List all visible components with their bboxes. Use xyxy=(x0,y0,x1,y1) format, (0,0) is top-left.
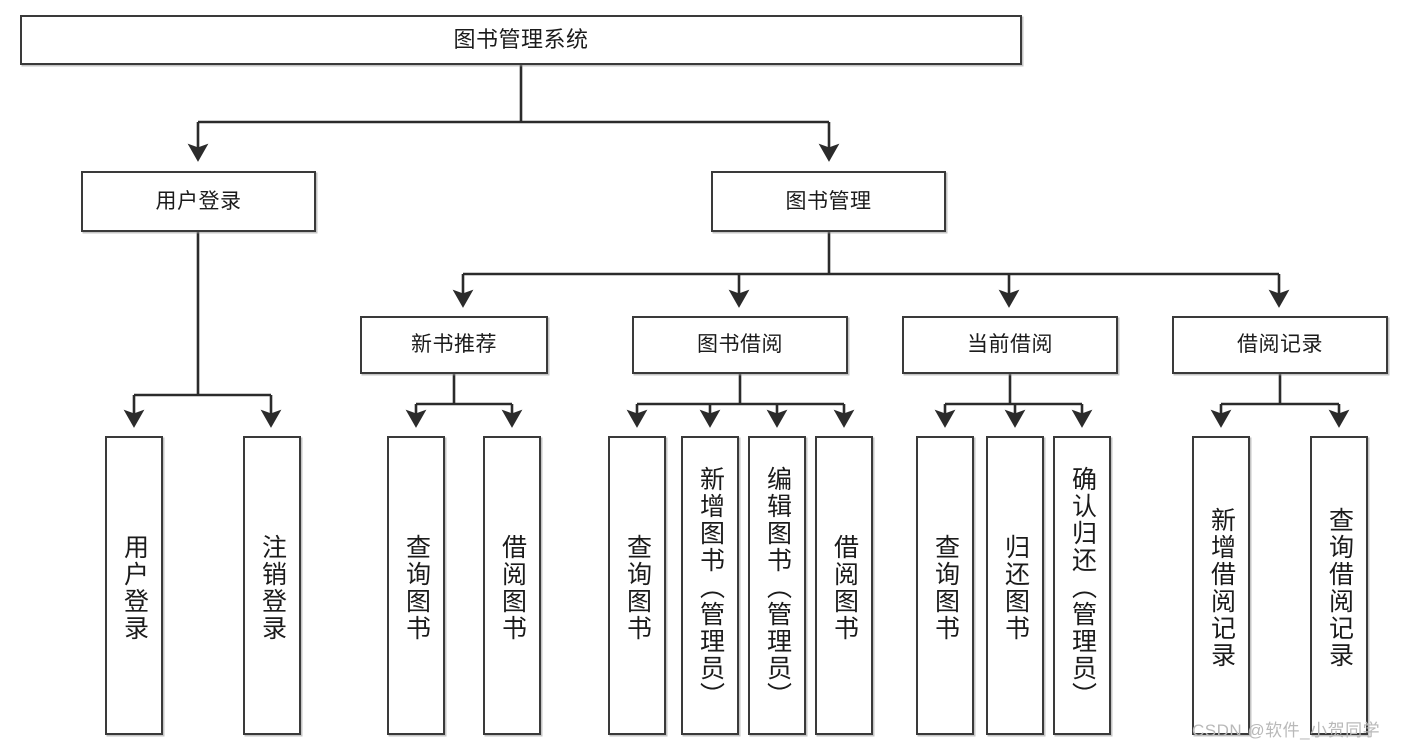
leaf-add-book-admin[interactable]: 新增图书（管理员） xyxy=(681,436,739,735)
node-new-book-recommend[interactable]: 新书推荐 xyxy=(360,316,548,374)
csdn-watermark: CSDN @软件_小贺同学 xyxy=(1192,721,1381,740)
leaf-logout[interactable]: 注销登录 xyxy=(243,436,301,735)
node-book-management[interactable]: 图书管理 xyxy=(711,171,946,232)
node-current-borrow-label: 当前借阅 xyxy=(967,333,1053,357)
leaf-add-borrow-record[interactable]: 新增借阅记录 xyxy=(1192,436,1250,735)
node-book-management-label: 图书管理 xyxy=(785,189,872,213)
leaf-user-login[interactable]: 用户登录 xyxy=(105,436,163,735)
leaf-logout-label: 注销登录 xyxy=(258,533,287,642)
node-book-borrow-label: 图书借阅 xyxy=(697,333,783,357)
leaf-confirm-return-admin-label: 确认归还（管理员） xyxy=(1068,466,1097,709)
leaf-borrow-book-recommend-label: 借阅图书 xyxy=(498,533,527,642)
leaf-borrow-book[interactable]: 借阅图书 xyxy=(815,436,873,735)
leaf-add-borrow-record-label: 新增借阅记录 xyxy=(1207,506,1236,669)
leaf-query-book-current-label: 查询图书 xyxy=(931,533,960,642)
leaf-query-book-recommend-label: 查询图书 xyxy=(402,533,431,642)
node-current-borrow[interactable]: 当前借阅 xyxy=(902,316,1118,374)
node-new-book-recommend-label: 新书推荐 xyxy=(411,333,497,357)
leaf-edit-book-admin-label: 编辑图书（管理员） xyxy=(763,466,792,709)
leaf-return-book-label: 归还图书 xyxy=(1001,533,1030,642)
node-borrow-record[interactable]: 借阅记录 xyxy=(1172,316,1388,374)
leaf-add-book-admin-label: 新增图书（管理员） xyxy=(696,466,725,709)
leaf-query-book-borrow[interactable]: 查询图书 xyxy=(608,436,666,735)
node-user-login-label: 用户登录 xyxy=(155,189,242,213)
leaf-query-borrow-record[interactable]: 查询借阅记录 xyxy=(1310,436,1368,735)
node-root-label: 图书管理系统 xyxy=(453,26,589,52)
leaf-user-login-label: 用户登录 xyxy=(120,533,149,642)
leaf-query-borrow-record-label: 查询借阅记录 xyxy=(1325,506,1354,669)
node-root[interactable]: 图书管理系统 xyxy=(20,15,1022,65)
leaf-confirm-return-admin[interactable]: 确认归还（管理员） xyxy=(1053,436,1111,735)
node-book-borrow[interactable]: 图书借阅 xyxy=(632,316,848,374)
leaf-query-book-borrow-label: 查询图书 xyxy=(623,533,652,642)
node-borrow-record-label: 借阅记录 xyxy=(1237,333,1323,357)
leaf-edit-book-admin[interactable]: 编辑图书（管理员） xyxy=(748,436,806,735)
node-user-login[interactable]: 用户登录 xyxy=(81,171,316,232)
leaf-borrow-book-label: 借阅图书 xyxy=(830,533,859,642)
leaf-return-book[interactable]: 归还图书 xyxy=(986,436,1044,735)
leaf-query-book-current[interactable]: 查询图书 xyxy=(916,436,974,735)
leaf-borrow-book-recommend[interactable]: 借阅图书 xyxy=(483,436,541,735)
leaf-query-book-recommend[interactable]: 查询图书 xyxy=(387,436,445,735)
